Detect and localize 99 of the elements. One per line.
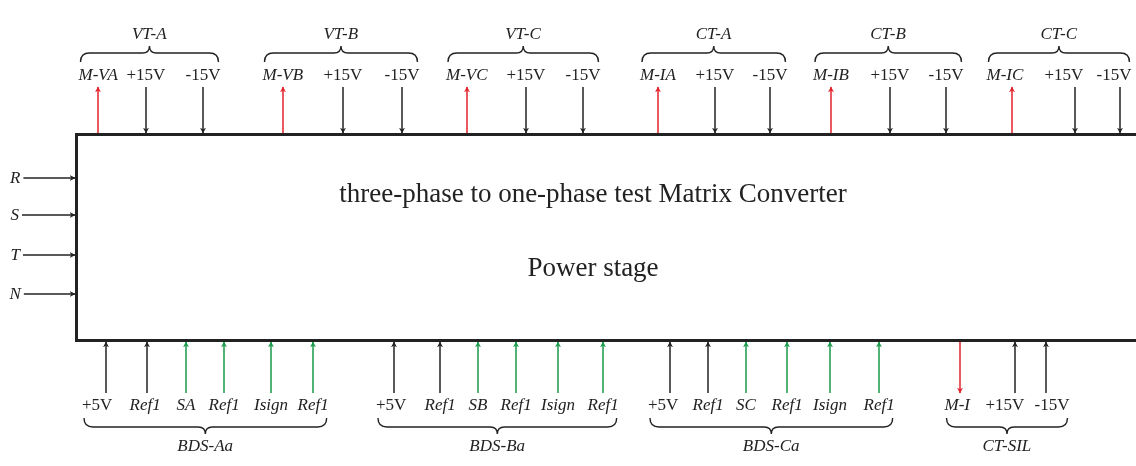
signal-label: N (9, 284, 21, 304)
signal-arrow (103, 341, 109, 394)
signal-arrow (144, 341, 150, 394)
signal-arrow (22, 175, 76, 181)
signal-label: +5V (648, 395, 679, 415)
signal-label: +15V (695, 65, 735, 85)
signal-arrow (767, 86, 773, 134)
signal-label: +15V (870, 65, 910, 85)
signal-label: -15V (384, 65, 420, 85)
signal-arrow (705, 341, 711, 394)
signal-label: S (10, 205, 19, 225)
signal-arrow (1043, 341, 1049, 394)
signal-arrow (437, 341, 443, 394)
signal-arrow (712, 86, 718, 134)
signal-label: +15V (323, 65, 363, 85)
signal-label: +5V (376, 395, 407, 415)
signal-label: -15V (928, 65, 964, 85)
signal-label: R (10, 168, 21, 188)
signal-arrow (1072, 86, 1078, 134)
signal-arrow (280, 86, 286, 134)
signal-arrow (23, 291, 76, 297)
signal-label: Isign (254, 395, 288, 415)
signal-arrow (1012, 341, 1018, 394)
signal-arrow (464, 86, 470, 134)
signal-arrow (475, 341, 481, 394)
group-label: CT-C (1040, 24, 1077, 44)
signal-label: Ref1 (863, 395, 895, 415)
signal-arrow (555, 341, 561, 394)
signal-arrow (399, 86, 405, 134)
signal-label: Ref1 (771, 395, 803, 415)
group-label: BDS-Ca (742, 436, 800, 456)
signal-label: -15V (752, 65, 788, 85)
signal-arrow (784, 341, 790, 394)
signal-label: Isign (813, 395, 847, 415)
signal-label: +15V (126, 65, 166, 85)
group-label: CT-SIL (982, 436, 1032, 456)
signal-label: -15V (185, 65, 221, 85)
signal-label: Ref1 (500, 395, 532, 415)
signal-label: Ref1 (297, 395, 329, 415)
signal-arrow (310, 341, 316, 394)
signal-label: SB (468, 395, 488, 415)
signal-arrow (340, 86, 346, 134)
signal-arrow (221, 341, 227, 394)
signal-arrow (1117, 86, 1123, 134)
signal-label: M-IA (640, 65, 676, 85)
signal-arrow (600, 341, 606, 394)
signal-arrow (655, 86, 661, 134)
signal-label: -15V (1096, 65, 1132, 85)
signal-arrow (828, 86, 834, 134)
signal-label: SC (736, 395, 756, 415)
signal-label: -15V (565, 65, 601, 85)
signal-arrow (943, 86, 949, 134)
signal-arrow (827, 341, 833, 394)
signal-label: +15V (1044, 65, 1084, 85)
signal-label: -15V (1034, 395, 1070, 415)
signal-label: Ref1 (208, 395, 240, 415)
converter-block (75, 133, 1136, 342)
signal-arrow (876, 341, 882, 394)
signal-label: M-VC (446, 65, 488, 85)
signal-label: M-VA (78, 65, 118, 85)
group-label: BDS-Ba (469, 436, 526, 456)
signal-label: T (10, 245, 20, 265)
signal-arrow (183, 341, 189, 394)
signal-label: +5V (82, 395, 113, 415)
signal-arrow (268, 341, 274, 394)
group-label: VT-C (505, 24, 541, 44)
group-label: CT-A (695, 24, 732, 44)
signal-label: SA (176, 395, 196, 415)
signal-arrow (21, 212, 76, 218)
signal-arrow (391, 341, 397, 394)
signal-label: M-VB (262, 65, 304, 85)
signal-arrow (523, 86, 529, 134)
signal-arrow (887, 86, 893, 134)
signal-label: M-I (944, 395, 970, 415)
block-title: three-phase to one-phase test Matrix Converter (339, 177, 847, 209)
signal-label: Ref1 (587, 395, 619, 415)
signal-arrow (143, 86, 149, 134)
group-label: BDS-Aa (177, 436, 234, 456)
block-subtitle: Power stage (527, 251, 659, 283)
group-label: VT-B (323, 24, 359, 44)
signal-arrow (743, 341, 749, 394)
signal-label: +15V (506, 65, 546, 85)
signal-arrow (667, 341, 673, 394)
signal-label: Ref1 (424, 395, 456, 415)
group-label: CT-B (870, 24, 906, 44)
signal-arrow (513, 341, 519, 394)
signal-arrow (200, 86, 206, 134)
signal-arrow (580, 86, 586, 134)
signal-arrow (22, 252, 76, 258)
signal-arrow (1009, 86, 1015, 134)
signal-label: M-IB (813, 65, 849, 85)
signal-label: +15V (985, 395, 1025, 415)
group-label: VT-A (131, 24, 167, 44)
signal-arrow (957, 341, 963, 394)
signal-label: Ref1 (692, 395, 724, 415)
signal-arrow (95, 86, 101, 134)
signal-label: Isign (541, 395, 575, 415)
signal-label: Ref1 (129, 395, 161, 415)
signal-label: M-IC (986, 65, 1024, 85)
